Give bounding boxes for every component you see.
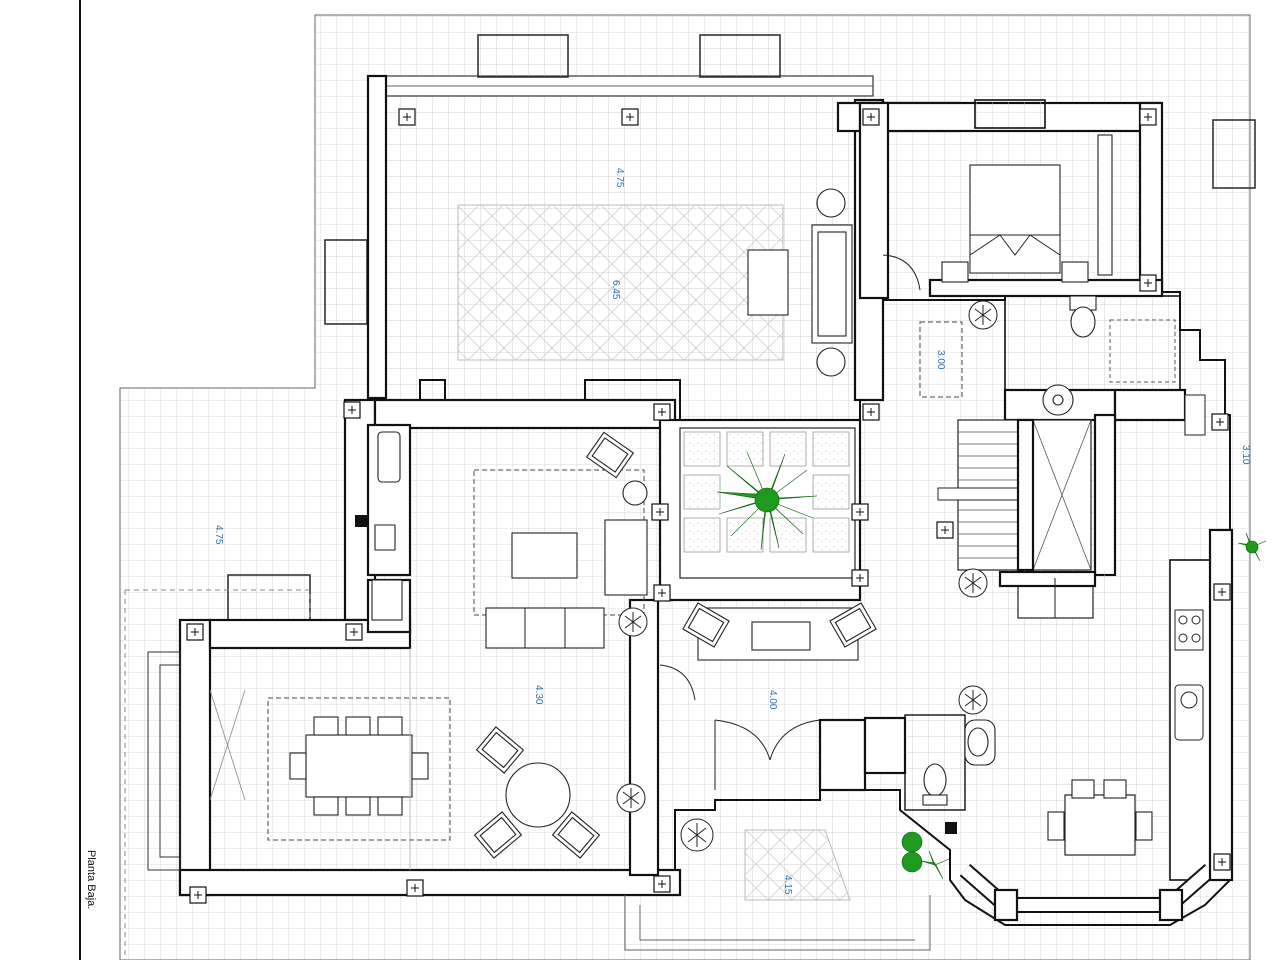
potted-plants xyxy=(616,300,998,852)
dimension-kitchen-side: 3.10 xyxy=(1240,445,1251,465)
guest-wc xyxy=(904,714,996,834)
column-marker-16 xyxy=(189,886,207,904)
column-marker-7 xyxy=(1211,413,1229,431)
plant-icon xyxy=(901,532,1267,880)
column-marker-15 xyxy=(345,623,363,641)
living-room-furniture xyxy=(747,188,853,377)
table-icon xyxy=(305,734,413,798)
plan-title: Planta Baja. xyxy=(85,850,97,909)
salon-furniture xyxy=(355,431,648,649)
column-marker-20 xyxy=(1139,274,1157,292)
living-room-rug xyxy=(457,204,784,361)
column-marker-14 xyxy=(186,623,204,641)
bathroom-upper xyxy=(1003,295,1187,422)
column-marker-13 xyxy=(1213,583,1231,601)
plant-icon xyxy=(716,451,818,551)
column-marker-8 xyxy=(651,503,669,521)
porch xyxy=(624,810,931,951)
table-icon xyxy=(1064,794,1136,856)
column-marker-17 xyxy=(406,879,424,897)
chair-icon xyxy=(585,431,635,479)
bathroom-fixtures xyxy=(919,295,1176,416)
column-marker-19 xyxy=(1213,853,1231,871)
bed-icon xyxy=(882,134,1113,291)
column-marker-3 xyxy=(1139,108,1157,126)
sink-icon xyxy=(1174,684,1204,741)
stairs-icon xyxy=(937,413,1117,577)
sofa-icon xyxy=(485,607,605,649)
dimension-hall: 3.00 xyxy=(935,350,946,370)
column-marker-0 xyxy=(398,108,416,126)
kitchen xyxy=(995,394,1211,881)
dimension-living-room: 6.45 xyxy=(610,280,621,300)
column-marker-11 xyxy=(653,584,671,602)
kitchen-bay-walls xyxy=(959,528,1234,922)
column-marker-2 xyxy=(862,108,880,126)
dimension-north-terrace: 4.75 xyxy=(614,168,625,188)
column-marker-1 xyxy=(621,108,639,126)
round-table-area xyxy=(473,726,601,859)
entrance-furniture xyxy=(659,602,907,792)
column-marker-icon xyxy=(186,108,1231,904)
column-marker-18 xyxy=(653,875,671,893)
column-marker-10 xyxy=(936,521,954,539)
dimension-west-terrace: 4.75 xyxy=(213,525,224,545)
column-marker-5 xyxy=(653,403,671,421)
column-marker-4 xyxy=(343,401,361,419)
column-marker-6 xyxy=(862,403,880,421)
dimension-salon: 4.30 xyxy=(533,685,544,705)
dining-area xyxy=(267,648,451,870)
west-steps xyxy=(147,651,246,871)
dimension-porch: 4.15 xyxy=(782,875,793,895)
toilet-icon xyxy=(922,763,948,806)
dimension-entrance: 4.00 xyxy=(767,690,778,710)
stove-icon xyxy=(1174,609,1204,651)
column-marker-12 xyxy=(851,569,869,587)
column-marker-9 xyxy=(851,503,869,521)
bedroom-walls xyxy=(858,99,1164,300)
toilet-icon xyxy=(1069,295,1097,338)
